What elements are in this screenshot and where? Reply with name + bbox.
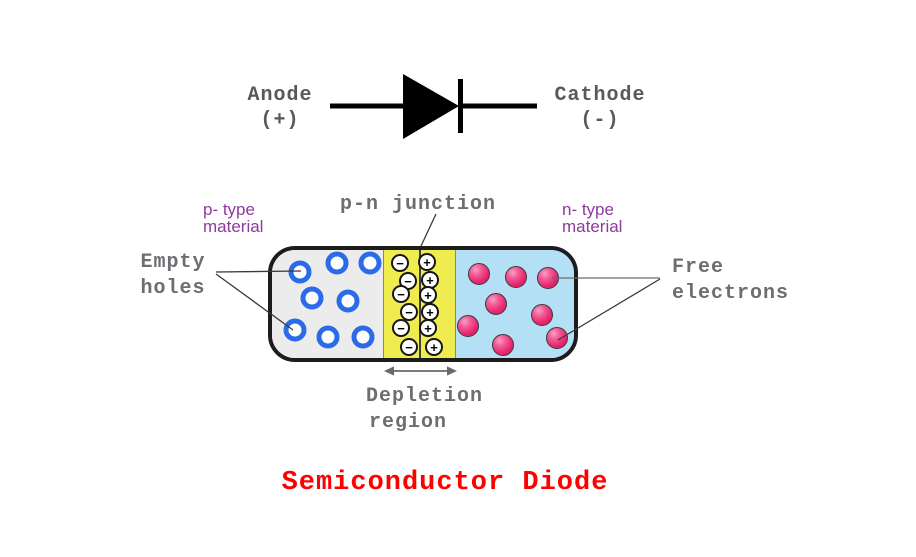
hole-circle — [288, 260, 312, 284]
n-type-material-label: n- type material — [562, 201, 622, 235]
negative-ion: − — [392, 285, 410, 303]
hole-circle — [325, 251, 349, 275]
negative-ion: − — [392, 319, 410, 337]
free-electrons-line2: electrons — [672, 282, 790, 305]
depletion-line2: region — [369, 411, 448, 434]
cathode-label: Cathode — [554, 84, 646, 107]
electron-circle — [468, 263, 490, 285]
depletion-region-label: Depletion region — [366, 384, 483, 436]
positive-ion: + — [425, 338, 443, 356]
empty-holes-label: Empty holes — [130, 250, 216, 302]
positive-ion: + — [419, 319, 437, 337]
negative-ion: − — [400, 338, 418, 356]
hole-circle — [358, 251, 382, 275]
anode-polarity: (+) — [260, 109, 300, 132]
cathode-label-block: Cathode (-) — [545, 83, 655, 133]
anode-label: Anode — [247, 84, 313, 107]
electron-circle — [492, 334, 514, 356]
negative-ion: − — [400, 303, 418, 321]
electron-circle — [546, 327, 568, 349]
diagram-title: Semiconductor Diode — [281, 468, 609, 498]
p-type-line1: p- type — [203, 200, 255, 219]
free-electrons-label: Free electrons — [672, 255, 789, 307]
hole-circle — [336, 289, 360, 313]
n-type-line2: material — [562, 217, 623, 236]
electron-circle — [505, 266, 527, 288]
hole-circle — [351, 325, 375, 349]
electron-circle — [531, 304, 553, 326]
electron-circle — [457, 315, 479, 337]
p-type-material-label: p- type material — [203, 201, 263, 235]
empty-holes-line2: holes — [140, 277, 206, 300]
positive-ion: + — [419, 286, 437, 304]
hole-circle — [300, 286, 324, 310]
electron-circle — [485, 293, 507, 315]
electron-circle — [537, 267, 559, 289]
depletion-line1: Depletion — [366, 385, 484, 408]
free-electrons-line1: Free — [672, 256, 725, 279]
negative-ion: − — [391, 254, 409, 272]
pn-junction-label: p-n junction — [340, 193, 497, 216]
p-type-line2: material — [203, 217, 264, 236]
n-type-line1: n- type — [562, 200, 614, 219]
cathode-polarity: (-) — [580, 109, 620, 132]
anode-label-block: Anode (+) — [238, 83, 322, 133]
positive-ion: + — [418, 253, 436, 271]
empty-holes-line1: Empty — [140, 251, 206, 274]
pn-junction-line — [419, 250, 421, 358]
hole-circle — [283, 318, 307, 342]
hole-circle — [316, 325, 340, 349]
